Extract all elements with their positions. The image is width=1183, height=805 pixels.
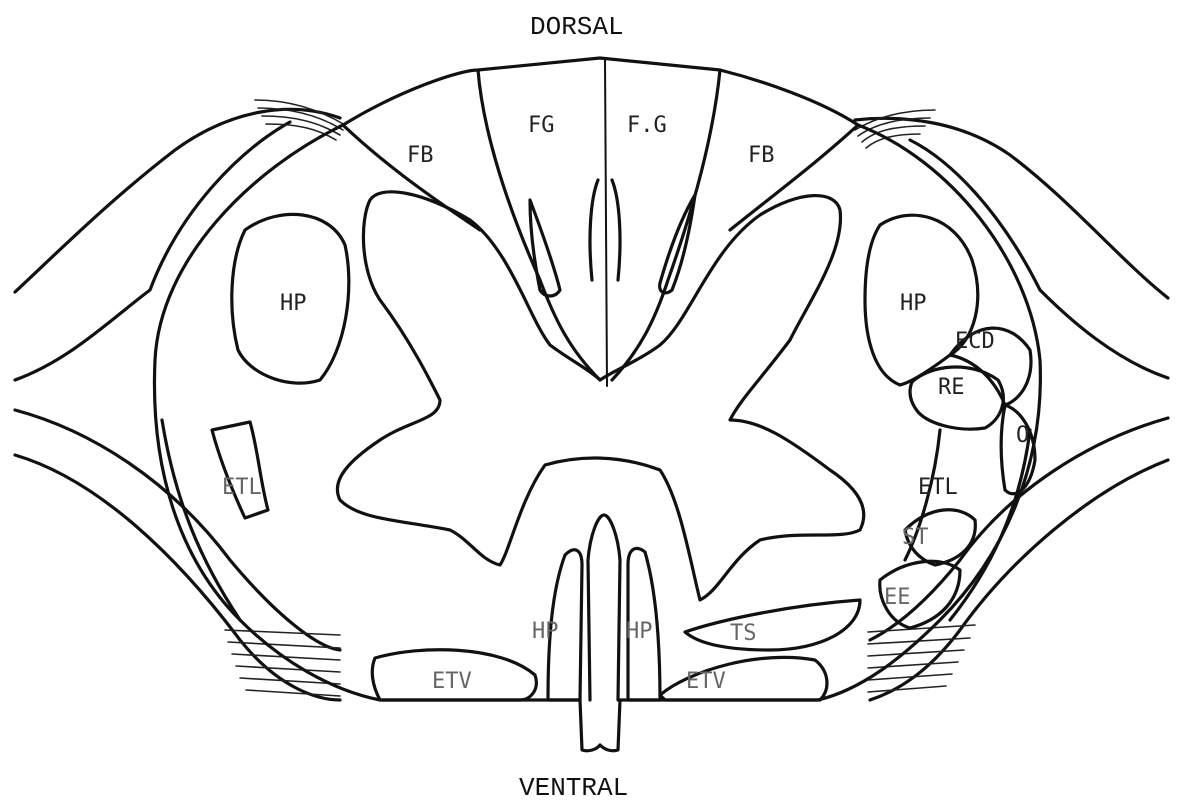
ventral-root-right-fiber	[868, 650, 964, 656]
etl-left-region	[212, 422, 268, 518]
dorsal-median-septum	[605, 60, 607, 386]
cord-outline	[154, 58, 1040, 751]
o-region	[1001, 405, 1035, 494]
ventral-root-left-fiber	[225, 630, 340, 635]
dorsal-horn-left-inner	[530, 200, 560, 296]
re-label: RE	[938, 375, 965, 400]
sheath-upper-left	[15, 109, 340, 292]
ee-label: EE	[884, 585, 911, 610]
fg-left-label: FG	[528, 113, 555, 138]
ventral-root-right-fiber	[868, 686, 946, 692]
grey-matter	[337, 192, 863, 600]
ventral-label: VENTRAL	[519, 773, 628, 803]
etv-right-label: ETV	[686, 669, 726, 694]
ts-region	[685, 600, 860, 650]
outer-sheath	[15, 109, 1168, 700]
hp-ventral-right-label: HP	[626, 619, 653, 644]
hp-left-label: HP	[280, 291, 307, 316]
ventral-root-left-fiber	[236, 666, 340, 672]
hp-ventral-left-label: HP	[532, 619, 559, 644]
ventral-median-fissure	[588, 515, 620, 700]
sheath-lower-left-1	[15, 410, 340, 650]
fb-left-label: FB	[407, 143, 434, 168]
st-label: ST	[902, 525, 929, 550]
etl-right-label: ETL	[918, 475, 958, 500]
ventral-root-left-fiber	[246, 690, 340, 696]
dorsal-label: DORSAL	[530, 12, 624, 42]
ecd-label: ECD	[955, 329, 995, 354]
ventral-root-right-fiber	[868, 662, 958, 668]
etl-left-label: ETL	[222, 475, 262, 500]
fg-right-label: F.G	[627, 113, 667, 138]
hp-right-label: HP	[900, 291, 927, 316]
etv-left-label: ETV	[432, 669, 472, 694]
dorsal-root-fibers	[255, 100, 935, 148]
o-label: O	[1016, 423, 1029, 448]
fb-right-label: FB	[748, 143, 775, 168]
ts-label: TS	[730, 621, 757, 646]
